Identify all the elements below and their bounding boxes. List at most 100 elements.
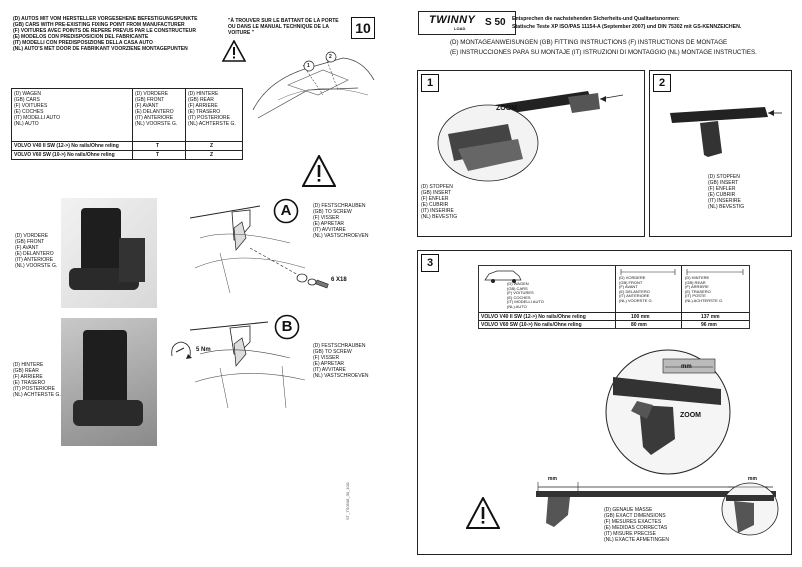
step-b-badge	[274, 314, 300, 340]
rear-dim-icon	[686, 269, 744, 275]
screw-label-b: (D) FESTSCHRAUBEN (GB) TO SCREW (F) VISS…	[313, 343, 368, 379]
front-cell: 80 mm	[631, 322, 647, 328]
bar-end-cap-diagram	[670, 107, 782, 157]
dims-front-line: (E) DELANTERO	[619, 288, 650, 294]
brand-logo: TWINNY LOAD S 50	[418, 11, 516, 35]
header-lang-line: (GB) CARS WITH PRE-EXISTING FIXING POINT…	[13, 22, 185, 28]
dims-vehicle-col: (D) WAGEN (GB) CARS (F) VOITURES (E) COC…	[507, 281, 544, 310]
standards-line-1: Entsprechen die nachstehenden Sicherheit…	[512, 16, 680, 22]
front-label-line: (NL) VOORSTE G.	[15, 263, 58, 269]
stopper-label-line: (GB) INSERT	[421, 190, 452, 196]
zoom-label-2: ZOOM	[680, 412, 701, 419]
car-label-1: 1	[307, 63, 310, 69]
dims-rear-line: (F) ARRIERE	[685, 284, 709, 290]
rear-col: (D) HINTERE (GB) REAR (F) ARRIERE (E) TR…	[188, 91, 236, 127]
bar-dimension-diagram	[536, 482, 779, 536]
instructions-line-1: (D) MONTAGEANWEISUNGEN (GB) FITTING INST…	[450, 39, 728, 46]
front-col-line: (IT) ANTERIORE	[135, 115, 174, 121]
mm-label-left: mm	[548, 476, 557, 482]
step-b-label: B	[281, 318, 293, 335]
dims-vehicle-line: (GB) CARS	[507, 285, 528, 291]
screw-label-line: (D) FESTSCHRAUBEN	[313, 203, 366, 209]
vehicle-col-line: (F) VOITURES	[14, 103, 48, 109]
rear-label-line: (D) HINTERE	[13, 362, 44, 368]
vehicle-col-line: (E) COCHES	[14, 109, 44, 115]
screw-label-line: (GB) TO SCREW	[313, 209, 352, 215]
front-cell: T	[156, 143, 160, 149]
left-page: (D) AUTOS MIT VOM HERSTELLER VORGESEHENE…	[0, 0, 388, 567]
exact-dims-line: (E) MEDIDAS CORRECTAS	[604, 525, 668, 531]
table-row: VOLVO V60 SW (10->) No rails/Ohne reling…	[14, 152, 240, 158]
torque-wrench-icon	[171, 341, 192, 359]
stopper-label-line: (IT) INSERIRE	[708, 198, 741, 204]
screw-label-line: (IT) AVVITARE	[313, 227, 346, 233]
dims-rear-line: (GB) REAR	[685, 279, 706, 285]
brand-name: TWINNY	[429, 14, 476, 26]
header-lang-line: (D) AUTOS MIT VOM HERSTELLER VORGESEHENE…	[13, 16, 198, 22]
step-a-badge	[273, 198, 299, 224]
screw-label-line: (GB) TO SCREW	[313, 349, 352, 355]
front-col-line: (E) DELANTERO	[135, 109, 174, 115]
dims-table: (D) WAGEN (GB) CARS (F) VOITURES (E) COC…	[478, 265, 750, 329]
dims-front-line: (IT) ANTERIORE	[619, 293, 650, 299]
dims-front-line: (NL) VOORSTE G.	[619, 297, 653, 303]
rear-label-line: (E) TRASERO	[13, 380, 46, 386]
mm-label-right: mm	[748, 476, 757, 482]
brand-load: LOAD	[454, 26, 466, 31]
front-cell: 100 mm	[631, 314, 650, 320]
step-1-panel: 1 ZOOM (D) STOPFEN (GB) INSERT (F) ENFLE…	[417, 70, 645, 237]
model-cell: VOLVO V60 SW (10->) No rails/Ohne reling	[481, 322, 582, 328]
step-2-badge: 2	[653, 74, 671, 92]
screw-label-line: (F) VISSER	[313, 215, 340, 221]
model-cell: VOLVO V40 II SW (12->) No rails/Ohne rel…	[14, 143, 119, 149]
screw-label-line: (D) FESTSCHRAUBEN	[313, 343, 366, 349]
warning-icon	[302, 155, 336, 187]
table-row: VOLVO V60 SW (10->) No rails/Ohne reling…	[481, 322, 747, 328]
vehicle-col-line: (NL) AUTO	[14, 121, 39, 127]
header-lang-line: (F) VOITURES AVEC POINTS DE REPERE PREVU…	[13, 28, 196, 34]
dims-rear-line: (IT) POSTE	[685, 293, 706, 299]
rear-col-line: (GB) REAR	[188, 97, 214, 103]
dims-front-line: (GB) FRONT	[619, 279, 643, 285]
screw-label-a: (D) FESTSCHRAUBEN (GB) TO SCREW (F) VISS…	[313, 203, 368, 239]
front-col-line: (NL) VOORSTE G.	[135, 121, 178, 127]
table-row: VOLVO V40 II SW (12->) No rails/Ohne rel…	[481, 314, 747, 320]
zoom-label: ZOOM	[496, 105, 517, 112]
rear-col-line: (NL) ACHTERSTE G.	[188, 121, 236, 127]
model-name: S 50	[485, 17, 506, 28]
stopper-label-line: (E) CUBRIR	[421, 202, 449, 208]
front-label: (D) VORDERE (GB) FRONT (F) AVANT (E) DEL…	[15, 233, 57, 269]
exact-dims-line: (IT) MISURE PRECISE	[604, 531, 656, 537]
dims-rear-col: (D) HINTERE (GB) REAR (F) ARRIERE (E) TR…	[685, 275, 723, 304]
car-roof-sketch	[252, 51, 375, 119]
dims-vehicle-line: (IT) MODELLI AUTO	[507, 299, 544, 305]
header-langs: (D) AUTOS MIT VOM HERSTELLER VORGESEHENE…	[13, 16, 223, 52]
front-label-line: (GB) FRONT	[15, 239, 45, 245]
model-cell: VOLVO V40 II SW (12->) No rails/Ohne rel…	[481, 314, 586, 320]
stopper-label-line: (F) ENFLER	[421, 196, 449, 202]
rear-label-line: (NL) ACHTERSTE G.	[13, 392, 61, 398]
dims-vehicle-line: (D) WAGEN	[507, 281, 529, 286]
screw-label-line: (E) APRETAR	[313, 221, 345, 227]
instructions-line-2: (E) INSTRUCCIONES PARA SU MONTAJE (IT) I…	[450, 49, 757, 56]
warning-icon	[466, 497, 500, 529]
rear-label: (D) HINTERE (GB) REAR (F) ARRIERE (E) TR…	[13, 362, 61, 398]
rear-col-line: (E) TRASERO	[188, 109, 221, 115]
bolt-spec: 6 X18	[331, 277, 347, 283]
front-col-line: (D) VORDERE	[135, 91, 169, 97]
vertical-code: ST_TS0508_30_10/1	[345, 481, 350, 520]
stopper-label-line: (D) STOPFEN	[421, 184, 453, 190]
dims-rear-line: (D) HINTERE	[685, 275, 710, 280]
model-cell: VOLVO V60 SW (10->) No rails/Ohne reling	[14, 152, 115, 158]
header-lang-line: (IT) MODELLI CON PREDISPOSIZIONE DELLA C…	[13, 40, 153, 46]
fitting-table: (D) WAGEN (GB) CARS (F) VOITURES (E) COC…	[11, 88, 243, 160]
page-number: 10	[351, 17, 375, 39]
stopper-label-line: (E) CUBRIR	[708, 192, 736, 198]
zoom-detail-diagram	[605, 349, 731, 475]
standards-line-2: Statische Teste XP ISO/PAS 11154-A (Sept…	[512, 24, 742, 30]
torque-spec: 5 Nm	[196, 347, 211, 353]
header-lang-line: (NL) AUTO'S MET DOOR DE FABRIKANT VOORZI…	[13, 46, 188, 52]
front-label-line: (IT) ANTERIORE	[15, 257, 54, 263]
rear-col-line: (F) ARRIERE	[188, 103, 218, 109]
bar-end-diagram	[437, 91, 624, 182]
